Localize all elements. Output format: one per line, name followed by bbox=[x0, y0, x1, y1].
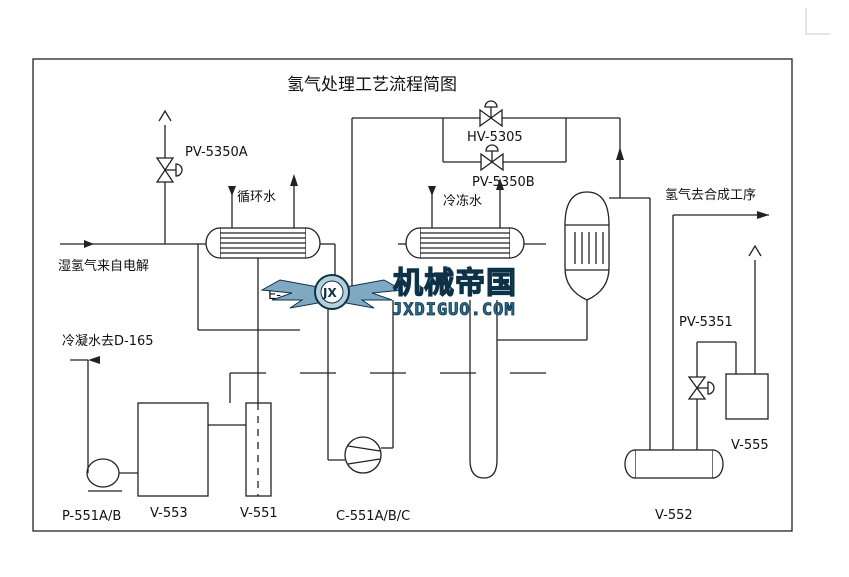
chw-in-arrow-icon bbox=[428, 186, 436, 196]
v551-label: V-551 bbox=[240, 506, 278, 521]
valve-hv5305-icon bbox=[479, 100, 503, 128]
inlet-arrow-icon bbox=[84, 240, 94, 248]
condensate-label: 冷凝水去D-165 bbox=[62, 333, 154, 349]
chilled-water-label: 冷冻水 bbox=[443, 193, 482, 209]
v553-label: V-553 bbox=[150, 506, 188, 521]
pv5350a-label: PV-5350A bbox=[185, 145, 248, 160]
p551-label: P-551A/B bbox=[62, 509, 121, 524]
synthesis-arrow-icon bbox=[757, 211, 769, 219]
vessel-v553 bbox=[137, 402, 209, 497]
wing-left-icon bbox=[260, 279, 319, 309]
pv5350b-label: PV-5350B bbox=[472, 175, 535, 190]
separator-vessel bbox=[564, 191, 610, 301]
valve-pv5350a-icon bbox=[155, 157, 183, 183]
watermark-brand: 机械帝国 bbox=[393, 266, 517, 301]
v552-label: V-552 bbox=[655, 508, 693, 523]
v555-label: V-555 bbox=[731, 438, 769, 453]
pv5351-label: PV-5351 bbox=[679, 315, 733, 330]
valve-pv5351-icon bbox=[687, 376, 715, 400]
heat-exchanger-2 bbox=[405, 227, 525, 259]
cw-in-arrow-icon bbox=[228, 186, 236, 196]
c551-label: C-551A/B/C bbox=[336, 509, 410, 524]
valve-pv5350b-icon bbox=[480, 144, 504, 172]
pump-p551-icon bbox=[86, 458, 138, 492]
vessel-v552 bbox=[624, 449, 724, 479]
u-seal-pipe bbox=[469, 300, 498, 479]
compressor-c551-icon bbox=[344, 436, 382, 474]
wet-hydrogen-label: 湿氢气来自电解 bbox=[58, 258, 149, 274]
diagram-frame bbox=[32, 58, 793, 532]
top-arrow-icon bbox=[616, 147, 624, 160]
condensate-arrow-icon bbox=[88, 356, 100, 364]
page-corner-mark bbox=[805, 8, 830, 35]
hydrogen-to-synthesis-label: 氢气去合成工序 bbox=[665, 187, 756, 203]
cw-out-arrow-icon bbox=[290, 174, 298, 186]
chw-out-arrow-icon bbox=[496, 178, 504, 190]
v555-vent-icon bbox=[748, 244, 762, 257]
wing-right-icon bbox=[345, 279, 404, 309]
circulating-water-label: 循环水 bbox=[237, 190, 276, 205]
vent-up-icon bbox=[158, 109, 172, 122]
diagram-title: 氢气处理工艺流程简图 bbox=[287, 75, 457, 95]
watermark-url: JXDIGUO.COM bbox=[392, 300, 516, 320]
vessel-v555 bbox=[725, 373, 769, 420]
watermark: JX 机械帝国 JXDIGUO.COM bbox=[260, 265, 517, 320]
heat-exchanger-1 bbox=[205, 227, 321, 259]
logo-letters: JX bbox=[322, 286, 337, 300]
hv5305-label: HV-5305 bbox=[467, 130, 523, 145]
